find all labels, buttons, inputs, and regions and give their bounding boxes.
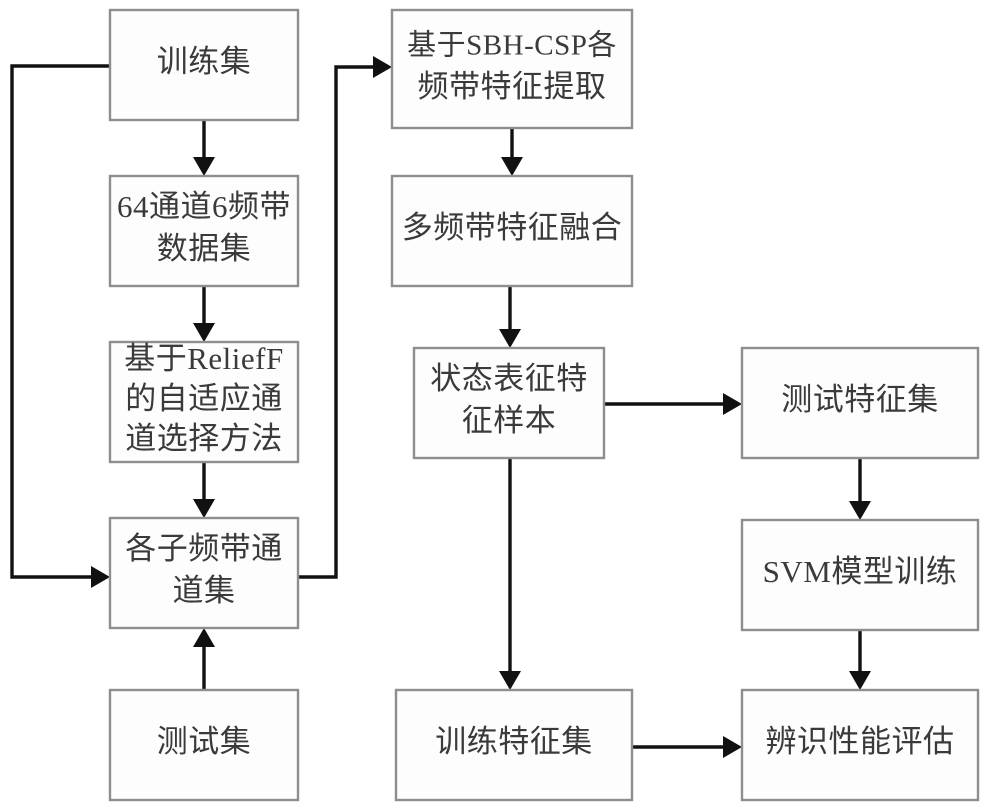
node-label-subband-channel-set: 各子频带通: [125, 531, 283, 566]
edge-state-to-trainfeature-arrowhead: [499, 671, 521, 690]
node-label-multiband-feature-fusion: 多频带特征融合: [402, 210, 623, 245]
node-label-relieff-channel-selection: 的自适应通: [125, 381, 283, 416]
node-box-relieff-channel-selection[interactable]: [108, 340, 300, 464]
edge-trainingset-feedback-to-subband: [10, 64, 110, 588]
edge-sbhcsp-to-fusion-arrowhead: [501, 157, 523, 176]
edge-trainingset-feedback-to-subband-line: [10, 64, 110, 579]
nodes-layer: 训练集64通道6频带数据集基于ReliefF的自适应通道选择方法各子频带通道集测…: [108, 8, 980, 802]
node-box-multiband-feature-fusion[interactable]: [390, 174, 634, 288]
node-box-svm-model-training[interactable]: [740, 518, 980, 632]
node-box-channel-band-dataset[interactable]: [108, 174, 300, 288]
edge-relieff-to-subband: [193, 462, 215, 518]
edge-state-to-testfeature-arrowhead: [723, 393, 742, 415]
edge-sbhcsp-to-fusion: [501, 128, 523, 176]
node-multiband-feature-fusion[interactable]: 多频带特征融合: [390, 174, 634, 288]
edge-fusion-to-state: [499, 286, 521, 348]
edge-subband-to-sbhcsp-arrowhead: [373, 56, 392, 78]
node-label-training-feature-set: 训练特征集: [435, 724, 593, 759]
edge-subband-to-sbhcsp-line: [298, 65, 378, 579]
edge-trainfeature-to-evaluation: [632, 736, 742, 758]
node-box-sbh-csp-feature-extraction[interactable]: [390, 8, 634, 130]
edge-testfeature-to-svm: [849, 458, 871, 520]
node-label-sbh-csp-feature-extraction: 频带特征提取: [418, 69, 607, 104]
edge-testset-to-subband-arrowhead: [193, 628, 215, 647]
edge-relieff-to-subband-arrowhead: [193, 499, 215, 518]
node-label-training-set: 训练集: [157, 44, 252, 79]
node-label-test-set: 测试集: [157, 724, 252, 759]
node-box-test-feature-set[interactable]: [740, 346, 980, 460]
node-test-feature-set[interactable]: 测试特征集: [740, 346, 980, 460]
node-training-set[interactable]: 训练集: [108, 8, 300, 122]
node-label-relieff-channel-selection: 基于ReliefF: [124, 341, 284, 376]
node-box-training-set[interactable]: [108, 8, 300, 122]
node-box-subband-channel-set[interactable]: [108, 516, 300, 630]
edge-state-to-trainfeature: [499, 458, 521, 690]
node-training-feature-set[interactable]: 训练特征集: [394, 688, 634, 802]
edge-fusion-to-state-arrowhead: [499, 329, 521, 348]
node-label-state-feature-samples: 征样本: [462, 403, 557, 438]
edge-dataset-to-relieff: [193, 286, 215, 342]
node-box-training-feature-set[interactable]: [394, 688, 634, 802]
edge-testfeature-to-svm-arrowhead: [849, 501, 871, 520]
edge-subband-to-sbhcsp: [298, 56, 392, 579]
node-label-sbh-csp-feature-extraction: 基于SBH-CSP各: [407, 29, 617, 62]
node-label-recognition-performance-evaluation: 辨识性能评估: [766, 724, 955, 759]
node-label-subband-channel-set: 道集: [173, 573, 236, 608]
edge-trainingset-feedback-to-subband-arrowhead: [91, 566, 110, 588]
edge-training-set-to-dataset-arrowhead: [193, 157, 215, 176]
edge-trainfeature-to-evaluation-arrowhead: [723, 736, 742, 758]
edges-layer: [10, 56, 871, 758]
node-svm-model-training[interactable]: SVM模型训练: [740, 518, 980, 632]
edge-training-set-to-dataset: [193, 120, 215, 176]
node-test-set[interactable]: 测试集: [108, 688, 300, 802]
edge-dataset-to-relieff-arrowhead: [193, 323, 215, 342]
edge-svm-to-evaluation-arrowhead: [849, 671, 871, 690]
node-label-channel-band-dataset: 64通道6频带: [117, 189, 291, 224]
node-label-svm-model-training: SVM模型训练: [763, 554, 958, 589]
edge-svm-to-evaluation: [849, 630, 871, 690]
node-box-test-set[interactable]: [108, 688, 300, 802]
node-recognition-performance-evaluation[interactable]: 辨识性能评估: [740, 688, 980, 802]
edge-testset-to-subband: [193, 628, 215, 690]
node-box-state-feature-samples[interactable]: [412, 346, 606, 460]
node-label-state-feature-samples: 状态表征特: [430, 361, 588, 396]
edge-state-to-testfeature: [604, 393, 742, 415]
node-label-relieff-channel-selection: 道选择方法: [125, 421, 283, 456]
node-label-test-feature-set: 测试特征集: [781, 382, 939, 417]
node-box-recognition-performance-evaluation[interactable]: [740, 688, 980, 802]
node-label-channel-band-dataset: 数据集: [157, 231, 252, 266]
